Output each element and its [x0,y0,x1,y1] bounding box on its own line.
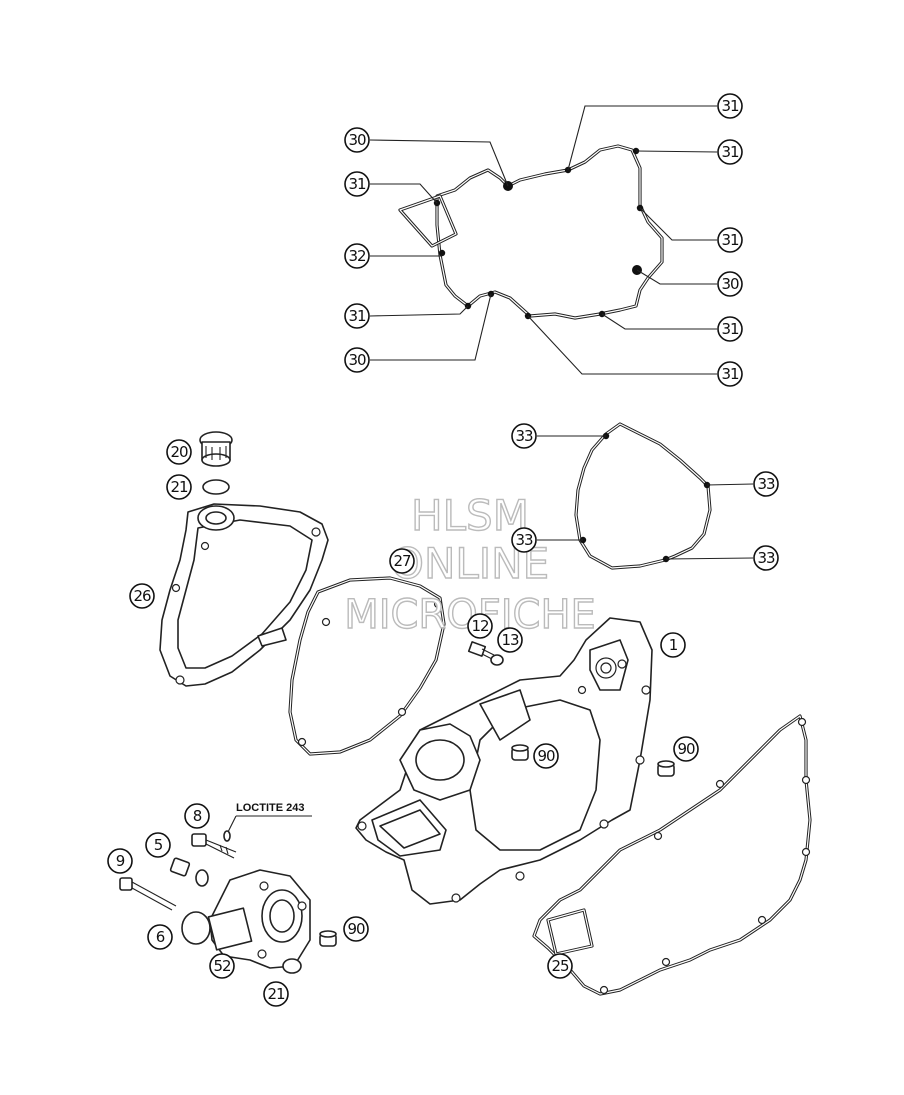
callout-label: 33 [515,531,533,549]
oil-filler-plug [199,431,233,467]
callout-label: 33 [757,549,775,567]
callout-label: 21 [170,478,188,496]
callout-label: 1 [669,636,678,654]
callout-label: 25 [551,957,569,975]
callout-label: 33 [515,427,533,445]
callout-label: 21 [267,985,285,1003]
callout-5: 5 [145,832,171,858]
dowel-pin-c [319,930,337,947]
clutch-cover-gasket [398,144,664,320]
o-ring-21 [282,958,302,974]
callout-label: 26 [133,587,151,605]
callout-31-a: 31 [344,171,370,197]
screw-9 [119,877,177,911]
callout-90-c: 90 [343,916,369,942]
loctite-label: LOCTITE 243 [236,802,304,814]
callout-31-e: 31 [717,227,743,253]
loctite-leader [227,815,237,833]
ignition-cover-gasket [537,422,754,570]
callout-33-c: 33 [511,527,537,553]
callout-31-c: 31 [717,93,743,119]
callout-label: 33 [757,475,775,493]
callout-12: 12 [467,613,493,639]
callout-30-c: 30 [717,271,743,297]
callout-label: 52 [213,957,231,975]
callout-label: 27 [393,552,411,570]
callout-label: 31 [348,175,366,193]
watermark: HLSM ONLINE MICROFICHE [343,490,596,638]
water-pump-cover [207,869,311,969]
callout-label: 30 [721,275,739,293]
washer-13 [490,654,504,666]
callout-25: 25 [547,953,573,979]
callout-90-b: 90 [673,736,699,762]
callout-33-b: 33 [753,471,779,497]
top-gasket-leaders [369,105,718,375]
clutch-cover [159,503,329,687]
callout-label: 90 [677,740,695,758]
callout-31-f: 31 [717,316,743,342]
callout-9: 9 [107,848,133,874]
callout-label: 31 [721,143,739,161]
dowel-pin-a [511,744,529,761]
callout-30-a: 30 [344,127,370,153]
callout-27: 27 [389,548,415,574]
callout-label: 20 [170,443,188,461]
callout-20: 20 [166,439,192,465]
callout-label: 31 [721,320,739,338]
callout-label: 30 [348,351,366,369]
callout-31-b: 31 [344,303,370,329]
callout-6: 6 [147,924,173,950]
callout-26: 26 [129,583,155,609]
callout-label: 30 [348,131,366,149]
callout-21-b: 21 [263,981,289,1007]
callout-30-b: 30 [344,347,370,373]
callout-label: 31 [721,97,739,115]
callout-1: 1 [660,632,686,658]
callout-90-a: 90 [533,743,559,769]
callout-label: 8 [193,807,202,825]
callout-31-g: 31 [717,361,743,387]
callout-33-a: 33 [511,423,537,449]
callout-label: 32 [348,247,366,265]
callout-label: 9 [116,852,125,870]
callout-label: 31 [721,231,739,249]
callout-label: 90 [537,747,555,765]
callout-label: 90 [347,920,365,938]
callout-33-d: 33 [753,545,779,571]
callout-32: 32 [344,243,370,269]
watermark-line1: HLSM [411,491,529,540]
callout-label: 31 [348,307,366,325]
o-ring-6 [181,911,211,945]
drain-screw-5 [169,857,209,887]
callout-label: 12 [471,617,489,635]
callout-label: 6 [156,928,165,946]
callout-52: 52 [209,953,235,979]
dowel-pin-b [657,760,675,777]
callout-31-d: 31 [717,139,743,165]
callout-label: 13 [501,631,519,649]
screw-12 [467,641,495,661]
crankcase-gasket [532,714,812,996]
seal-dot [438,249,446,257]
callout-label: 31 [721,365,739,383]
loctite-drop [223,830,231,842]
o-ring [202,479,230,495]
callout-label: 5 [154,836,163,854]
screw-8 [191,833,237,859]
clutch-cover-gasket-27 [288,576,446,756]
callout-13: 13 [497,627,523,653]
callout-21-a: 21 [166,474,192,500]
callout-8: 8 [184,803,210,829]
crankcase-half [355,617,653,905]
